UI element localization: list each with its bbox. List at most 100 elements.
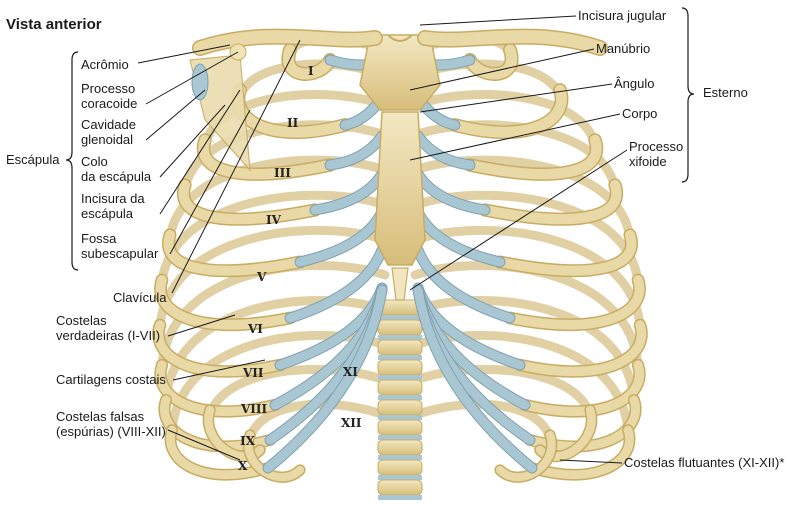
vertebra-3 (377, 339, 423, 356)
label-processo-xifoide-1: Processo (629, 139, 684, 154)
rib-5-right (495, 230, 637, 276)
label-corpo: Corpo (622, 106, 658, 121)
label-escapula: Escápula (6, 152, 60, 167)
label-esterno: Esterno (703, 85, 748, 100)
sternum-xiphoid-process (391, 267, 409, 301)
rib-2-right (449, 84, 567, 138)
leader-colo (159, 104, 226, 178)
intervertebral-disc-3 (378, 355, 422, 360)
rib-4-left (178, 179, 321, 225)
leader-manubrio (409, 48, 595, 91)
rib-10-left (166, 425, 273, 480)
rib-numeral-6: VI (248, 322, 263, 336)
vertebra-7 (377, 419, 423, 436)
vertebra-6 (377, 399, 423, 416)
rib-10-right (527, 425, 634, 480)
label-cavidade-glenoidal-2: glenoidal (81, 132, 134, 147)
label-incisura-escapula-1: Incisura da (81, 191, 145, 206)
bracket-esterno (681, 7, 695, 183)
posterior-rib-9-right (410, 296, 639, 425)
label-manubrio: Manúbrio (596, 41, 651, 56)
rib-numeral-1: I (308, 64, 314, 78)
costal-cartilage-3-left (325, 131, 387, 170)
label-cavidade-glenoidal-1: Cavidade (81, 117, 136, 132)
rib-7-left (153, 320, 285, 377)
intervertebral-disc-10 (378, 495, 422, 500)
costal-cartilage-6-right (413, 245, 515, 323)
leader-costelas-verdadeiras (167, 314, 236, 337)
vertebral-column (377, 299, 423, 500)
rib-numeral-4: IV (266, 213, 281, 227)
anterior-ribs (152, 43, 648, 483)
posterior-rib-9-left (161, 296, 390, 425)
leader-costelas-falsas (167, 429, 241, 461)
rib-3-right (464, 134, 602, 180)
rib-numeral-9: IX (240, 434, 255, 448)
rib-8-left (155, 360, 280, 417)
rib-5-left (163, 230, 305, 276)
rib-numeral-7: VII (243, 366, 264, 380)
posterior-rib-10-right (410, 330, 633, 455)
leader-coracoide (145, 51, 239, 105)
clavicle-right (418, 30, 607, 55)
leader-glenoidal (145, 89, 206, 141)
label-colo-escapula-2: da escápula (81, 169, 152, 184)
view-title: Vista anterior (6, 16, 102, 33)
intervertebral-disc-1 (378, 315, 422, 320)
rib-numeral-12: XII (341, 416, 362, 430)
vertebra-4 (377, 359, 423, 376)
rib-6-right (505, 275, 645, 330)
vertebra-9 (377, 459, 423, 476)
rib-4-right (479, 179, 622, 225)
rib-numeral-11: XI (343, 365, 358, 379)
leader-corpo (409, 113, 621, 161)
costal-cartilage-3-right (413, 131, 475, 170)
vertebra-5 (377, 379, 423, 396)
rib-numeral-5: V (257, 270, 267, 284)
intervertebral-disc-8 (378, 455, 422, 460)
vertebra-10 (377, 479, 423, 496)
rib-1-left (282, 44, 336, 80)
intervertebral-disc-5 (378, 395, 422, 400)
rib-8-right (520, 360, 645, 417)
rib-6-left (155, 275, 295, 330)
intervertebral-disc-7 (378, 435, 422, 440)
posterior-rib-10-left (167, 330, 390, 455)
label-colo-escapula-1: Colo (81, 154, 108, 169)
label-processo-xifoide-2: xifoide (629, 154, 667, 169)
intervertebral-disc-9 (378, 475, 422, 480)
label-costelas-flutuantes: Costelas flutuantes (XI-XII)* (624, 455, 785, 470)
costal-cartilage-10-right (413, 285, 537, 473)
label-costelas-falsas-1: Costelas falsas (56, 409, 145, 424)
rib-7-right (515, 320, 647, 377)
leader-xifoide (409, 149, 628, 291)
leader-acromio (137, 44, 231, 64)
leader-lines (65, 7, 695, 464)
label-acromio: Acrômio (81, 57, 129, 72)
label-processo-coracoide-1: Processo (81, 81, 136, 96)
leader-incisura-escapula (159, 89, 241, 215)
sternum-jugular-notch (387, 34, 413, 42)
rib-numeral-2: II (287, 116, 299, 130)
clavicle-scapula (189, 28, 608, 172)
label-clavicula: Clavícula (113, 290, 167, 305)
leader-clavicula (171, 39, 301, 294)
label-fossa-subescapular-1: Fossa (81, 231, 117, 246)
leader-cartilagens (172, 359, 266, 381)
intervertebral-disc-6 (378, 415, 422, 420)
intervertebral-disc-4 (378, 375, 422, 380)
leader-costelas-flutuantes (559, 459, 623, 464)
rib-numeral-3: III (274, 166, 291, 180)
vertebra-2 (377, 319, 423, 336)
leader-incisura-jugular (419, 15, 577, 26)
rib-numeral-8: VIII (241, 402, 268, 416)
rib-3-left (198, 134, 336, 180)
sternum (359, 34, 441, 301)
label-angulo: Ângulo (614, 76, 655, 91)
sternum-body (374, 111, 426, 266)
leader-angulo (419, 83, 613, 113)
label-costelas-verdadeiras-2: verdadeiras (I-VII) (56, 328, 161, 343)
label-processo-coracoide-2: coracoide (81, 96, 138, 111)
